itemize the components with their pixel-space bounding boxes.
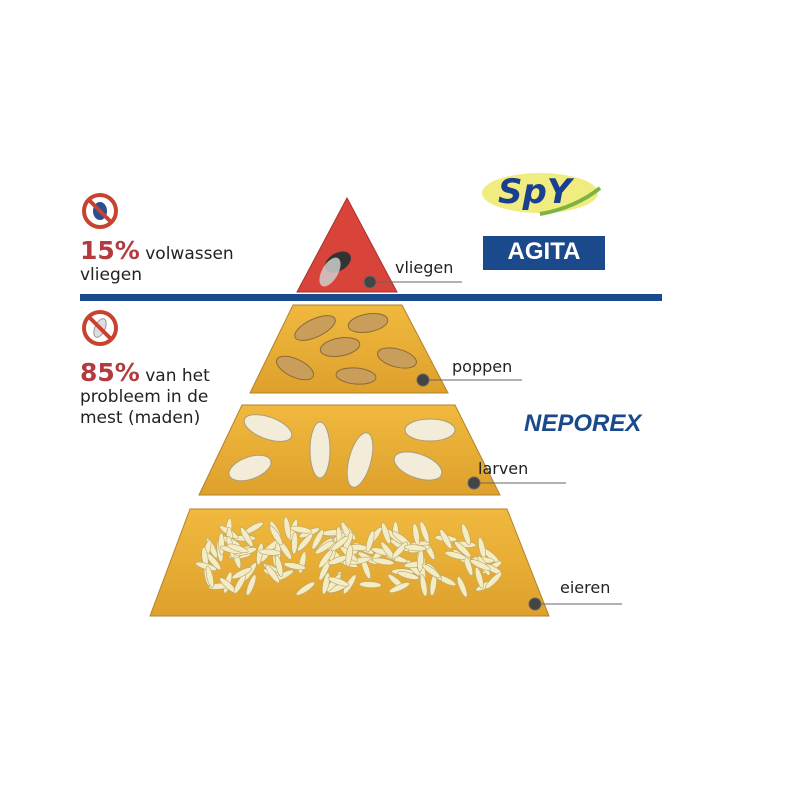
- larvae-percent: 85%: [80, 358, 140, 387]
- leader-markers: [363, 275, 622, 611]
- larvae-icons: [228, 414, 456, 488]
- divider-line: [80, 294, 662, 301]
- no-fly-icon: [82, 193, 118, 229]
- spy-logo-text: SpY: [498, 172, 572, 212]
- larvae-text-2: probleem in de: [80, 387, 209, 407]
- larvae-text-3: mest (maden): [80, 408, 201, 428]
- label-eieren: eieren: [560, 578, 611, 597]
- pupae-icons: [275, 312, 417, 385]
- label-larven: larven: [478, 459, 529, 478]
- adult-percent: 15%: [80, 236, 140, 265]
- larvae-text-1: van het: [145, 366, 210, 386]
- eggs-icons: [195, 516, 503, 598]
- adult-text-2: vliegen: [80, 265, 142, 285]
- no-larva-icon: [82, 310, 118, 346]
- fly-icon: [319, 251, 351, 287]
- agita-logo: [483, 236, 605, 270]
- label-vliegen: vliegen: [395, 258, 454, 277]
- adult-flies-text: 15% volwassen vliegen: [80, 238, 234, 286]
- spy-logo-swoosh: [482, 173, 598, 213]
- tier-flies: [296, 196, 398, 293]
- neporex-logo: NEPOREX: [524, 410, 642, 437]
- larvae-problem-text: 85% van het probleem in de mest (maden): [80, 360, 210, 429]
- agita-logo-text: AGITA: [507, 238, 581, 265]
- label-poppen: poppen: [452, 357, 513, 376]
- adult-text-1: volwassen: [145, 244, 234, 264]
